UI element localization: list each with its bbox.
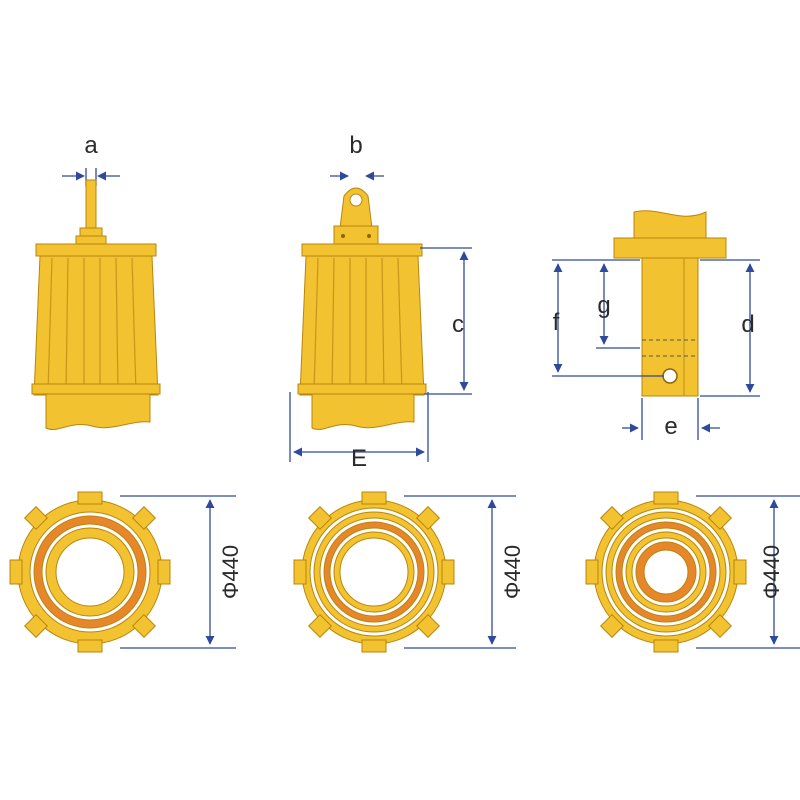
diameter-label-2: Φ440 — [500, 545, 525, 599]
dim-label-E: E — [351, 445, 367, 472]
plan-view-2: Φ440 — [293, 491, 525, 653]
dim-label-b: b — [349, 132, 362, 159]
shaft-detail-view: d f g e — [552, 210, 760, 440]
plan-view-3: Φ440 — [585, 491, 800, 653]
dim-label-c: c — [452, 311, 464, 338]
front-view-rod-hanger: a — [31, 132, 161, 430]
diameter-label-3: Φ440 — [759, 545, 784, 599]
dim-label-g: g — [597, 292, 610, 319]
dim-label-f: f — [553, 309, 560, 336]
front-view-lug-hanger: b c E — [289, 132, 472, 472]
dim-label-d: d — [741, 311, 754, 338]
dim-label-e: e — [664, 413, 677, 440]
dim-label-a: a — [84, 132, 98, 159]
diameter-label-1: Φ440 — [218, 545, 243, 599]
plan-view-1: Φ440 — [9, 491, 243, 653]
